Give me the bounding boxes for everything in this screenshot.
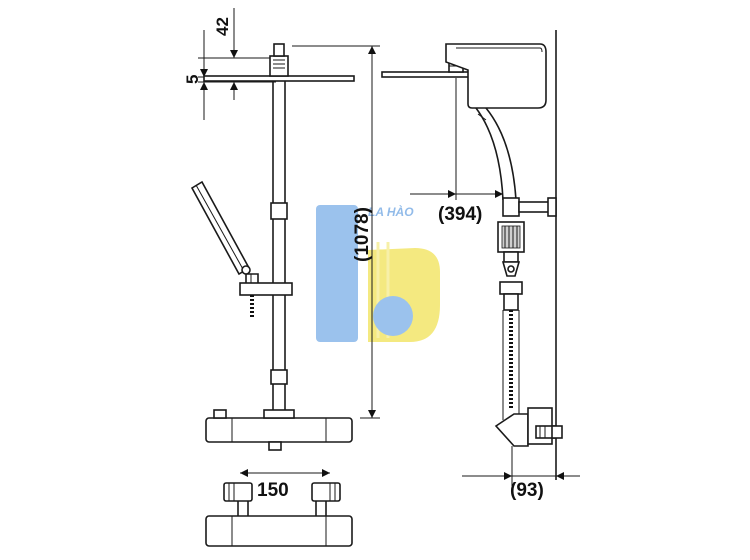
logo-brand-text: LA HÀO [368,204,414,219]
mixer-body-front [205,417,353,443]
riser-joint-upper [270,202,288,220]
slide-holder [239,282,293,296]
mixer-side [494,413,529,447]
dim-394-label: (394) [438,204,482,225]
front-view: 42 5 [183,8,380,451]
logo-blue-bar [316,205,358,342]
dim-150-label: 150 [257,480,289,501]
side-view: (394) (93) [381,30,580,501]
mixer-body-bottom [205,515,353,547]
dim-42-label: 42 [213,17,232,36]
logo-blue-circle [373,296,413,336]
dim-5-label: 5 [183,75,202,84]
inlet-right [311,482,341,502]
dim-1078-label: (1078) [352,207,373,262]
curved-riser-outer [475,107,504,201]
head-connector-front [269,55,289,77]
shower-arm [445,43,547,109]
riser-joint-lower [270,369,288,385]
inlet-left [223,482,253,502]
wall-bracket-upper [502,197,520,217]
hand-shower-front [190,180,254,318]
slide-holder-side [499,281,523,295]
bottom-view: 150 [205,469,353,547]
watermark-logo: LA HÀO [316,204,440,342]
dim-93-label: (93) [510,480,544,501]
